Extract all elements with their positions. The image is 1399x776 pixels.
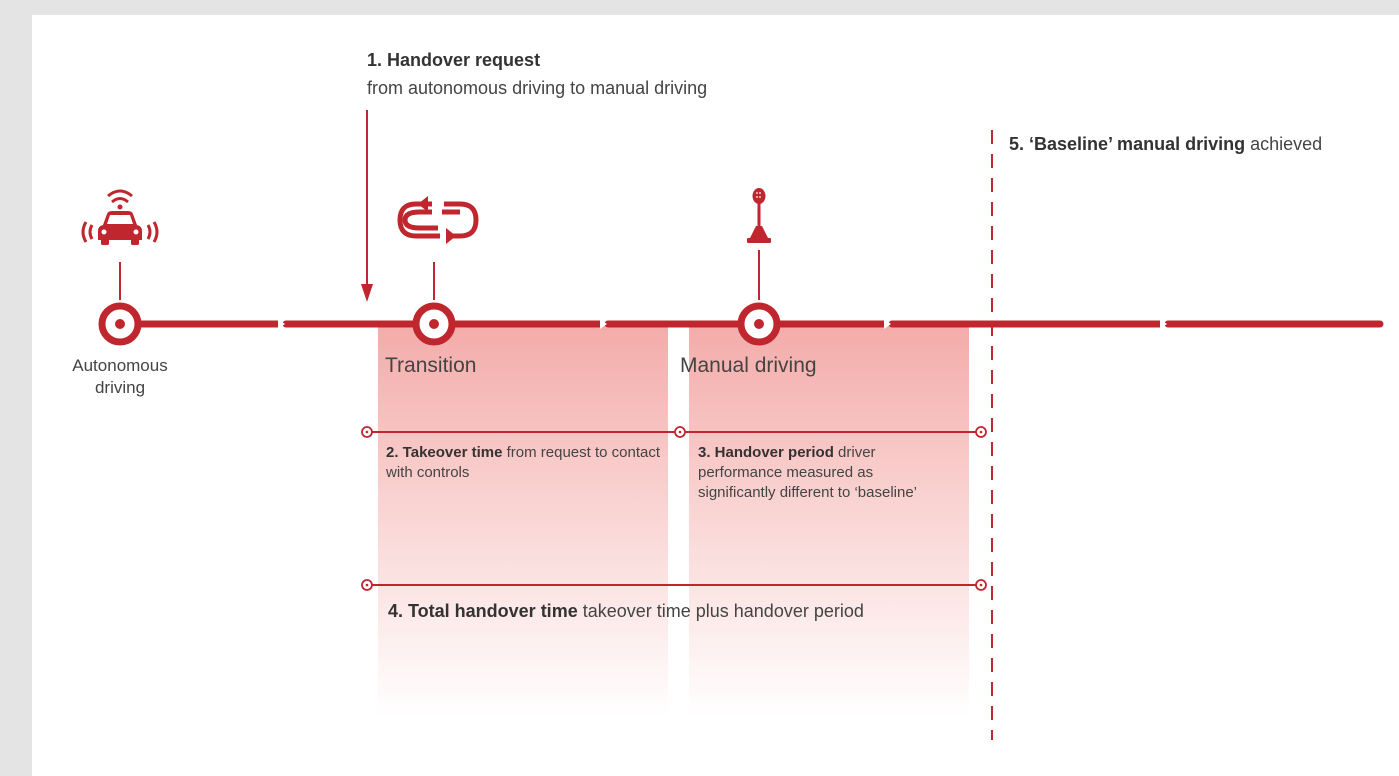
takeover-time-rest: from request to contact with controls: [386, 444, 661, 481]
handover-period-bold: 3. Handover period: [698, 444, 834, 461]
node-autonomous: [98, 302, 142, 346]
handover-request-subtitle: from autonomous driving to manual drivin…: [367, 78, 708, 98]
gear-stick-icon: [747, 188, 771, 243]
takeover-time-bar: [361, 426, 680, 438]
takeover-time-label: 2. Takeover time from request to contact…: [386, 443, 666, 483]
transition-band: [378, 322, 668, 717]
total-handover-time-bold: 4. Total handover time: [388, 601, 578, 621]
swap-arrows-icon: [397, 196, 479, 244]
handover-request-arrow: [361, 110, 373, 302]
connected-car-icon: [81, 189, 159, 245]
baseline-label-rest: achieved: [1245, 134, 1323, 154]
total-handover-time-label: 4. Total handover time takeover time plu…: [388, 601, 864, 622]
node-manual: [737, 302, 781, 346]
baseline-label: 5. ‘Baseline’ manual driving achieved: [1009, 134, 1322, 155]
total-handover-time-bar: [361, 579, 987, 591]
total-handover-time-rest: takeover time plus handover period: [577, 601, 864, 621]
handover-period-bar: [674, 426, 987, 438]
autonomous-driving-label: Autonomous driving: [72, 356, 168, 397]
handover-period-rest: driver performance measured as significa…: [698, 444, 918, 501]
manual-band: [689, 322, 969, 717]
handover-request-title: 1. Handover request: [367, 50, 541, 70]
handover-period-label: 3. Handover period driver performance me…: [698, 443, 948, 503]
timeline-chevrons: [278, 319, 1167, 329]
takeover-time-bold: 2. Takeover time: [386, 444, 503, 461]
transition-label: Transition: [385, 354, 477, 377]
node-transition: [412, 302, 456, 346]
baseline-label-bold: 5. ‘Baseline’ manual driving: [1009, 134, 1246, 154]
manual-driving-label: Manual driving: [680, 354, 817, 377]
